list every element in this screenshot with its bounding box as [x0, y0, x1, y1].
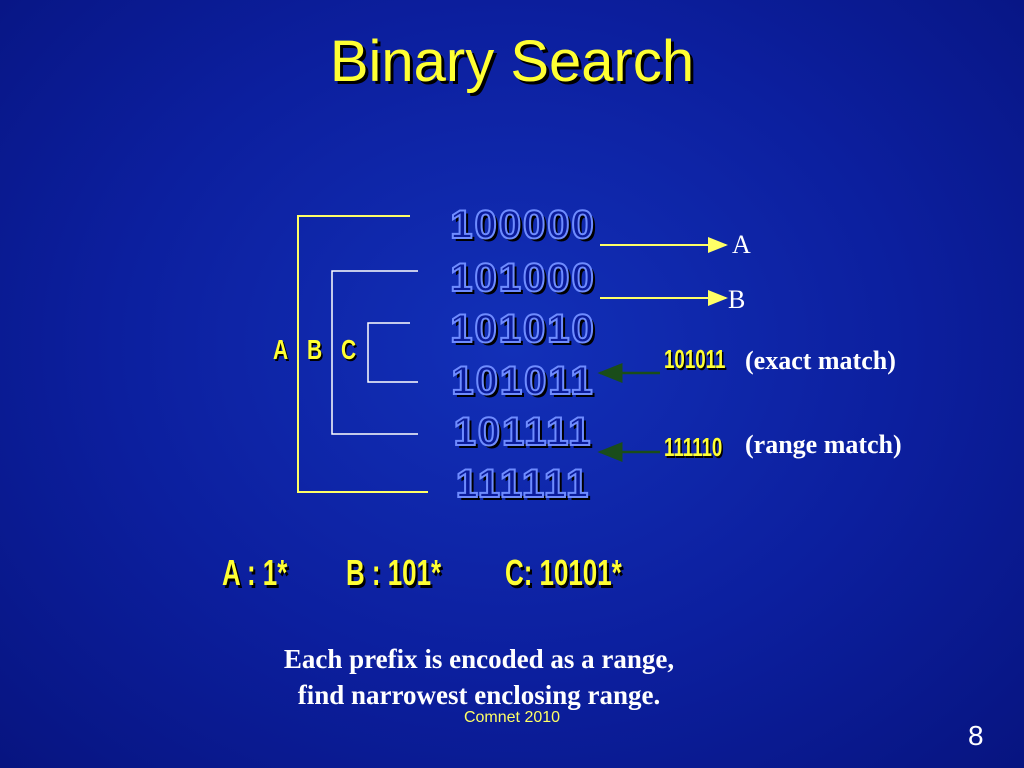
code-row: 100000	[449, 203, 596, 247]
range-match-code: 111110	[664, 432, 723, 462]
range-label-b: B	[728, 285, 746, 314]
code-row: 101010	[449, 307, 596, 351]
code-row: 101111	[453, 410, 593, 454]
range-label-a: A	[732, 230, 751, 259]
bracket-label-c: C	[341, 334, 357, 365]
page-number: 8	[968, 720, 984, 751]
code-row: 101000	[449, 256, 596, 300]
prefix-b: B : 101*	[346, 552, 442, 593]
code-row: 101011	[450, 359, 595, 403]
bracket-label-b: B	[307, 334, 323, 365]
range-match-note: (range match)	[745, 430, 902, 459]
exact-match-note: (exact match)	[745, 346, 896, 375]
bracket-c-line	[367, 322, 418, 383]
caption-line-2: find narrowest enclosing range.	[297, 680, 661, 710]
code-row: 111111	[455, 462, 591, 506]
prefix-c: C: 10101*	[505, 552, 622, 593]
bracket-b-line	[331, 270, 418, 435]
bracket-a-line	[297, 215, 428, 493]
prefix-a: A : 1*	[222, 552, 288, 593]
caption-line-1: Each prefix is encoded as a range,	[283, 644, 675, 674]
footer-text: Comnet 2010	[463, 709, 561, 726]
exact-match-code: 101011	[664, 344, 726, 374]
bracket-label-a: A	[273, 334, 289, 365]
slide-title: Binary Search	[329, 29, 695, 94]
